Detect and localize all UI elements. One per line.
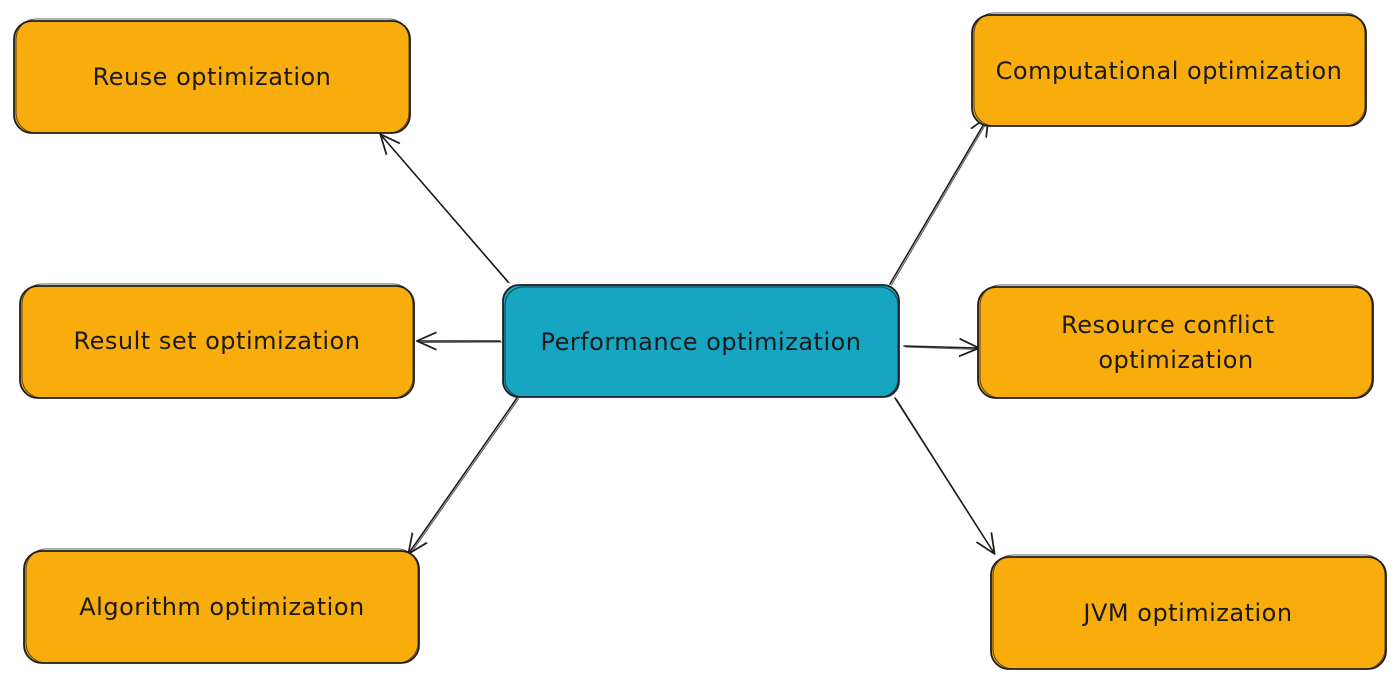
branch-node-result-set[interactable]: Result set optimization	[19, 283, 415, 399]
connector-arrow-sketch	[905, 346, 980, 350]
center-node-label: Performance optimization	[540, 328, 861, 356]
connector-arrow-sketch	[896, 398, 996, 555]
connector-arrow	[889, 117, 988, 285]
branch-node-label: Result set optimization	[74, 327, 361, 355]
branch-node-resource-conflict[interactable]: Resource conflict optimization	[977, 284, 1374, 399]
connector-arrow	[903, 346, 978, 348]
branch-node-reuse[interactable]: Reuse optimization	[13, 18, 411, 134]
center-node[interactable]: Performance optimization	[502, 284, 900, 398]
branch-node-algorithm[interactable]: Algorithm optimization	[23, 548, 420, 664]
connector-arrows	[381, 117, 996, 555]
branch-node-label: Computational optimization	[996, 57, 1343, 85]
connector-arrow-sketch	[418, 341, 502, 343]
branch-node-jvm[interactable]: JVM optimization	[990, 554, 1387, 670]
connector-arrow-sketch	[381, 136, 510, 284]
branch-node-label: Algorithm optimization	[79, 593, 365, 621]
branch-node-label: JVM optimization	[1081, 599, 1292, 627]
branch-node-label: Resource conflict	[1061, 311, 1275, 339]
branch-node-label: Reuse optimization	[93, 63, 332, 91]
connector-arrow	[409, 397, 518, 553]
branch-node-label: optimization	[1098, 346, 1253, 374]
connector-arrow-sketch	[891, 118, 990, 286]
branch-node-computational[interactable]: Computational optimization	[971, 12, 1367, 127]
connector-arrow-sketch	[409, 398, 519, 555]
